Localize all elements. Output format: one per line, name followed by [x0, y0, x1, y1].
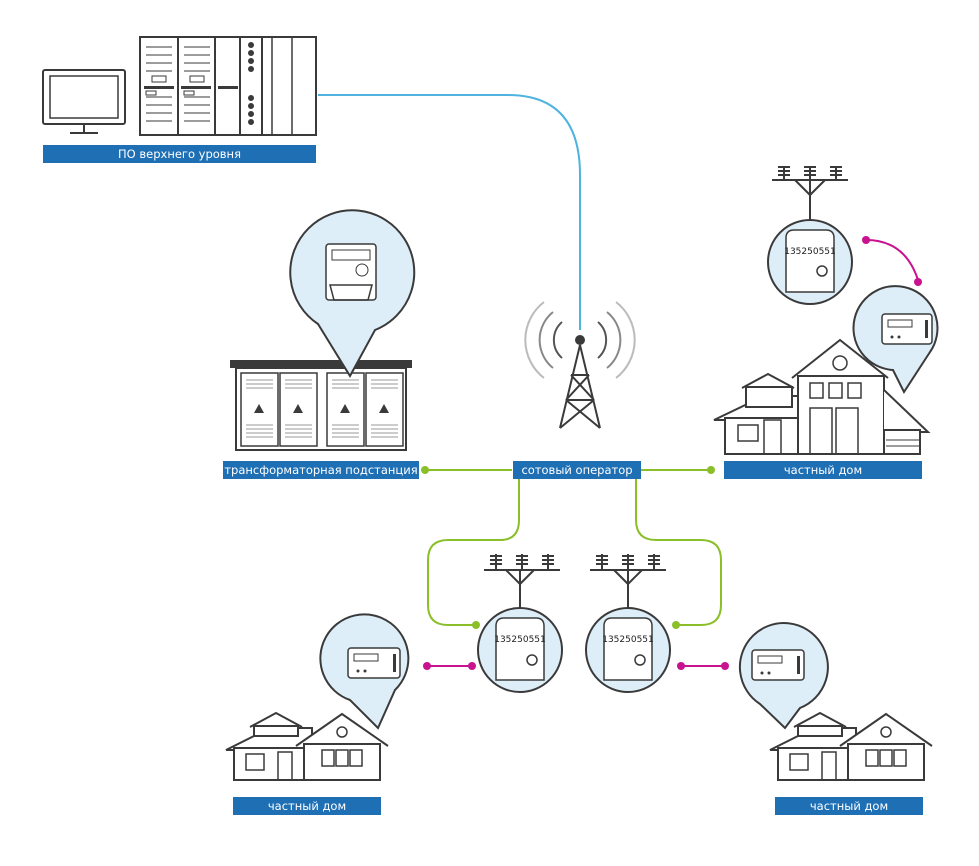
meter-serial: 135250551 [784, 247, 836, 257]
house-right-label: частный дом [724, 461, 922, 479]
substation-meter-bubble [289, 209, 416, 378]
house-meter-bubble [319, 613, 410, 730]
server-label: ПО верхнего уровня [43, 145, 316, 163]
house-icon [769, 711, 933, 781]
meter-to-house-links [427, 239, 919, 667]
house-meter-bubble [738, 622, 829, 730]
electricity-meter-icon [477, 607, 563, 693]
house-meter-bubble [852, 285, 939, 395]
server-rack-icon [139, 36, 317, 136]
server-to-tower-link [318, 94, 581, 330]
house-details [737, 355, 920, 455]
operator-links [425, 469, 722, 626]
tower-antenna-dot [575, 335, 585, 345]
house-details [789, 726, 907, 781]
meter-serial: 135250551 [602, 635, 654, 645]
electricity-meter-icon [585, 607, 671, 693]
electricity-meter-icon [767, 219, 853, 305]
house-bottom-right-label: частный дом [775, 797, 923, 815]
house-details [245, 726, 363, 781]
computer-monitor-icon [42, 69, 126, 134]
substation-label: трансформаторная подстанция [223, 461, 419, 479]
cell-tower-icon [524, 301, 636, 429]
link-dots-magenta [423, 236, 922, 670]
substation-icon [230, 360, 412, 451]
meter-serial: 135250551 [494, 635, 546, 645]
power-pole-icon [772, 166, 848, 222]
power-pole-icon [484, 554, 560, 610]
house-bottom-left-label: частный дом [233, 797, 381, 815]
operator-label: сотовый оператор [513, 461, 641, 479]
power-pole-icon [590, 554, 666, 610]
link-dots-green [421, 466, 715, 629]
